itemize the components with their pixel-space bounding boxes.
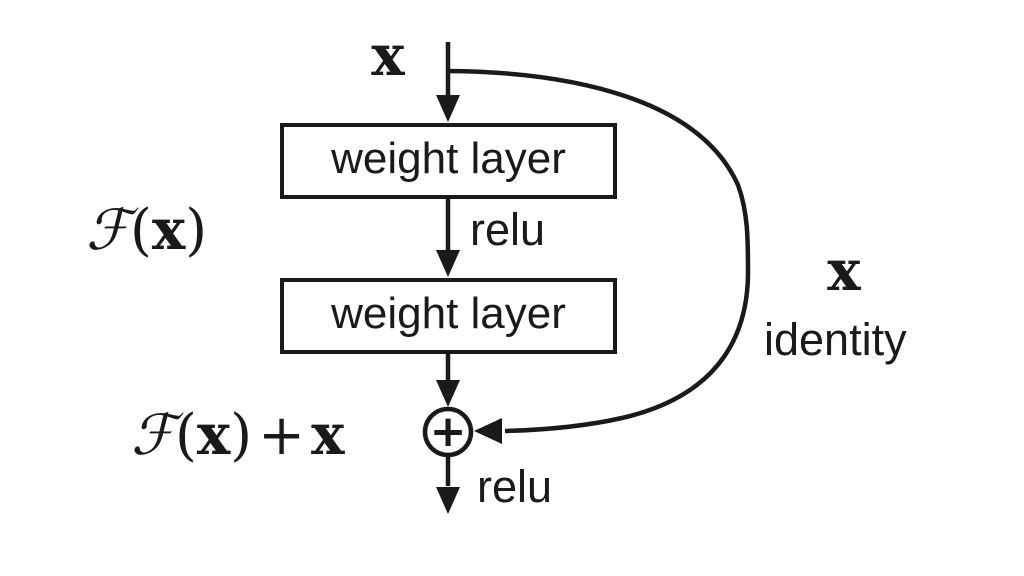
arrowhead-into-box2-icon [436, 250, 460, 277]
weight-layer-2-box: weight layer [280, 278, 617, 354]
skip-x-label: x [827, 238, 861, 304]
close-paren-glyph: ) [230, 403, 253, 468]
plus-icon: + [430, 406, 467, 457]
arrowhead-into-box1-icon [436, 95, 460, 122]
sum-expression-label: ℱ(x)+x [131, 407, 344, 464]
input-x-label: x [371, 23, 405, 89]
close-paren-glyph: ) [185, 198, 208, 263]
arrowhead-into-add-icon [436, 380, 460, 407]
second-x-glyph: x [311, 402, 345, 468]
identity-skip-curve [447, 68, 751, 434]
weight-layer-1-label: weight layer [331, 134, 566, 183]
open-paren-glyph: ( [130, 198, 152, 263]
arrowhead-output-icon [436, 487, 460, 514]
relu-out-label: relu [477, 461, 553, 512]
open-paren-glyph: ( [175, 403, 197, 468]
weight-layer-1-box: weight layer [280, 123, 617, 199]
arrowhead-skip-into-add-icon [474, 418, 502, 444]
plus-glyph: + [258, 403, 306, 468]
weight-layer-2-label: weight layer [331, 289, 566, 338]
arg-x-glyph: x [151, 197, 186, 263]
script-f-glyph: ℱ [131, 403, 176, 468]
residual-function-label: ℱ(x) [86, 202, 207, 259]
add-node-circle [422, 406, 474, 458]
arg-x-glyph: x [196, 402, 231, 468]
skip-identity-label: identity [764, 314, 907, 365]
script-f-glyph: ℱ [86, 198, 131, 263]
relu-mid-label: relu [470, 204, 546, 255]
